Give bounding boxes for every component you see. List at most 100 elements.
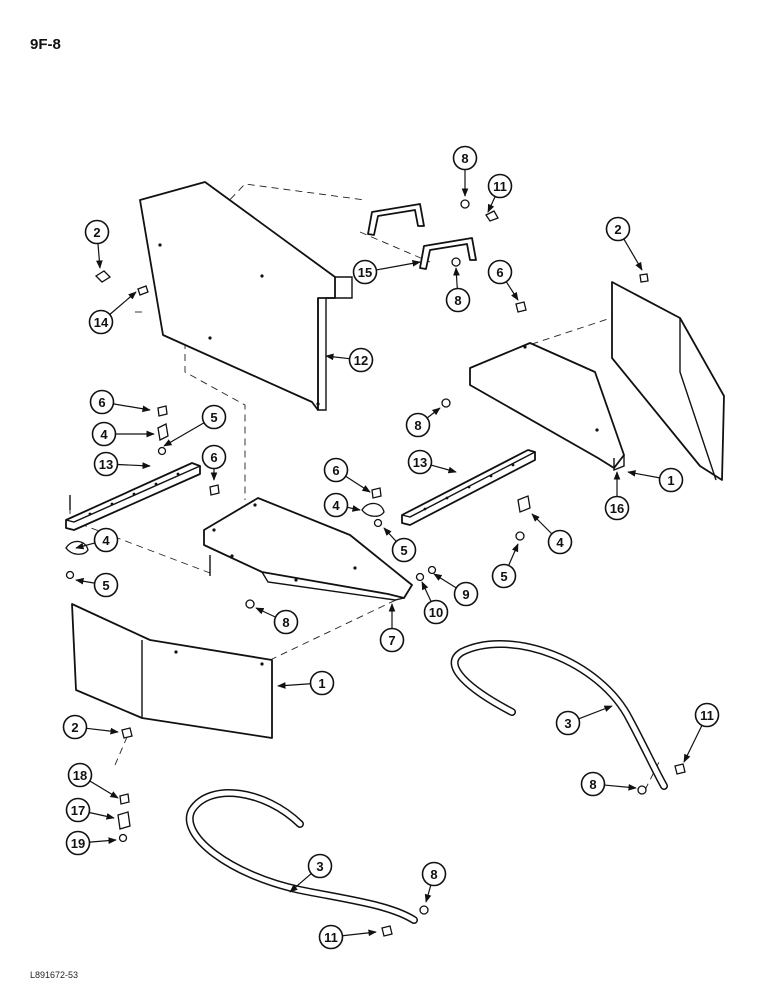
callout-number: 6 (496, 265, 503, 280)
callout-number: 8 (461, 151, 468, 166)
callout-bubble (405, 412, 431, 438)
callout-bubble (491, 563, 517, 589)
callout-number: 5 (102, 578, 109, 593)
callout-number: 18 (73, 768, 87, 783)
callout-bubble (658, 467, 684, 493)
callout-number: 6 (98, 395, 105, 410)
callout-bubble (93, 451, 119, 477)
callout-leader (75, 577, 95, 585)
strap-3-lower (185, 789, 418, 924)
callout-number: 10 (429, 605, 443, 620)
callout-bubble (452, 145, 478, 171)
support-plate-7 (203, 497, 413, 601)
callout-leader (683, 725, 703, 763)
callout-number: 11 (493, 179, 507, 194)
callout-leader (430, 464, 457, 474)
callout-bubble (348, 347, 374, 373)
callout-leader (383, 527, 397, 542)
callout-number: 4 (556, 535, 564, 550)
side-panel-1-right (611, 281, 725, 481)
callout-bubble (487, 173, 513, 199)
hardware (65, 199, 686, 937)
callout-bubble (445, 287, 471, 313)
callout-bubble (273, 609, 299, 635)
angle-strip-13-left (65, 462, 201, 531)
angle-strip-13-right (401, 449, 536, 526)
callout-number: 14 (94, 315, 109, 330)
side-panel-1-lower (71, 603, 273, 739)
callout-bubble (323, 457, 349, 483)
callout-leader (376, 260, 421, 271)
callout-number: 13 (99, 457, 113, 472)
callout-number: 9 (462, 587, 469, 602)
support-plate-16 (469, 342, 625, 472)
callout-number: 5 (400, 543, 407, 558)
callout-number: 2 (71, 720, 78, 735)
callout-number: 5 (210, 410, 217, 425)
callout-number: 4 (332, 498, 340, 513)
panel-12 (139, 181, 353, 411)
callout-bubble (379, 627, 405, 653)
callout-bubble (93, 527, 119, 553)
callout-leader (627, 470, 660, 479)
callout-leader (255, 607, 276, 618)
callout-bubble (604, 495, 630, 521)
callout-leader (505, 281, 519, 301)
callout-bubble (84, 219, 110, 245)
handle-15-lower (419, 237, 477, 270)
callout-bubble (352, 259, 378, 285)
callout-number: 16 (610, 501, 624, 516)
callout-leader (342, 929, 377, 937)
callout-leader (86, 727, 119, 735)
callout-leader (347, 505, 361, 512)
callout-bubble (93, 572, 119, 598)
callout-bubble (487, 259, 513, 285)
callout-number: 8 (282, 615, 289, 630)
page-title: 9F-8 (30, 36, 61, 53)
callout-bubble (605, 216, 631, 242)
callout-number: 15 (358, 265, 372, 280)
callout-number: 13 (413, 455, 427, 470)
callout-number: 8 (454, 293, 461, 308)
callout-number: 5 (500, 569, 507, 584)
callout-bubble (309, 670, 335, 696)
callout-leader (89, 780, 119, 799)
callout-bubble (391, 537, 417, 563)
callout-leader (89, 837, 117, 844)
callout-number: 17 (71, 803, 85, 818)
callout-leader (487, 196, 496, 213)
callout-bubble (580, 771, 606, 797)
callout-bubble (91, 421, 117, 447)
callout-number: 8 (589, 777, 596, 792)
callout-number: 4 (102, 533, 110, 548)
callout-bubble (62, 714, 88, 740)
callout-bubble (323, 492, 349, 518)
callout-leader (623, 238, 643, 271)
callout-number: 7 (388, 633, 395, 648)
callout-bubble (89, 389, 115, 415)
callout-leader (433, 573, 457, 589)
callout-number: 6 (332, 463, 339, 478)
callout-bubble (307, 853, 333, 879)
strap-3-upper (450, 640, 668, 790)
callout-bubble (67, 762, 93, 788)
callout-number: 8 (430, 867, 437, 882)
callout-bubble (88, 309, 114, 335)
callout-number: 2 (614, 222, 621, 237)
callout-leader (453, 267, 460, 289)
callout-number: 6 (210, 450, 217, 465)
callout-leader (531, 513, 553, 535)
callout-bubble (423, 599, 449, 625)
callout-leader (113, 403, 151, 413)
callout-leader (75, 542, 96, 550)
callout-number: 11 (324, 930, 338, 945)
callout-leader (109, 291, 137, 315)
callout-number: 19 (71, 836, 85, 851)
callout-bubble (694, 702, 720, 728)
callout-bubble (201, 444, 227, 470)
callout-leader (421, 581, 432, 602)
callout-leader (604, 783, 637, 791)
callout-number: 3 (316, 859, 323, 874)
